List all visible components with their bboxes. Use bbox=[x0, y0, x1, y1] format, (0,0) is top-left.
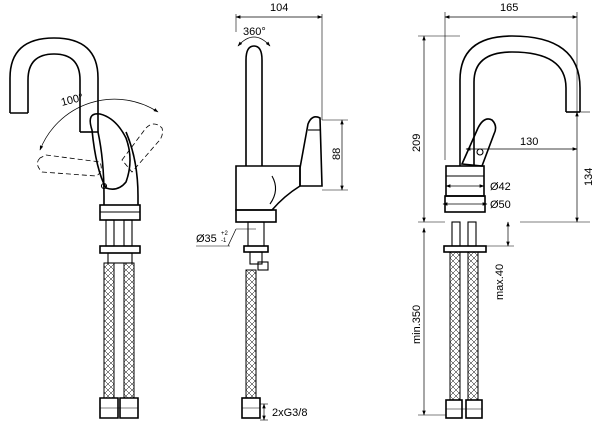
dim-209-label: 209 bbox=[411, 134, 423, 152]
dim-35-label: Ø35 bbox=[196, 233, 217, 245]
dim-min350-label: min.350 bbox=[411, 305, 423, 344]
rear-hose-right bbox=[467, 251, 479, 401]
dim-88-label: 88 bbox=[331, 148, 343, 160]
front-hose-left bbox=[103, 262, 115, 399]
rear-lever bbox=[460, 118, 497, 167]
side-hose bbox=[245, 269, 257, 399]
dim-134-label: 134 bbox=[583, 168, 595, 186]
dim-50-label: Ø50 bbox=[490, 199, 511, 211]
rotation-arrow bbox=[237, 36, 271, 47]
hose-thread-label: 2xG3/8 bbox=[272, 407, 307, 419]
rear-hose-left bbox=[449, 251, 461, 401]
dim-130-label: 130 bbox=[520, 136, 538, 148]
rear-nut bbox=[443, 245, 487, 253]
side-body bbox=[235, 165, 301, 211]
front-lever bbox=[89, 113, 131, 190]
side-base bbox=[235, 209, 277, 223]
dim-42-label: Ø42 bbox=[490, 181, 511, 193]
rotation-label: 360° bbox=[243, 26, 266, 38]
dim-max40-label: max.40 bbox=[494, 264, 506, 300]
handle-arc-label: 100° bbox=[60, 92, 85, 109]
side-view: 104 360° 88 Ø35 +2 -1 bbox=[196, 2, 348, 421]
dim-165-label: 165 bbox=[500, 2, 518, 14]
dimension-view: 165 130 134 Ø42 Ø50 209 bbox=[411, 2, 595, 419]
handle-arc bbox=[39, 98, 159, 151]
front-nut bbox=[99, 245, 141, 254]
dim-35-tol-minus: -1 bbox=[221, 238, 227, 244]
rear-spout bbox=[459, 35, 581, 166]
side-spout bbox=[245, 45, 263, 166]
rear-body bbox=[445, 165, 485, 197]
dim-35-tol-plus: +2 bbox=[221, 231, 229, 237]
front-view: 100° bbox=[9, 37, 163, 419]
front-hose-right bbox=[123, 262, 135, 399]
front-spout bbox=[9, 37, 99, 132]
front-lever-ghost-left bbox=[37, 154, 102, 177]
side-lever bbox=[299, 116, 323, 187]
dim-104-label: 104 bbox=[270, 2, 288, 14]
